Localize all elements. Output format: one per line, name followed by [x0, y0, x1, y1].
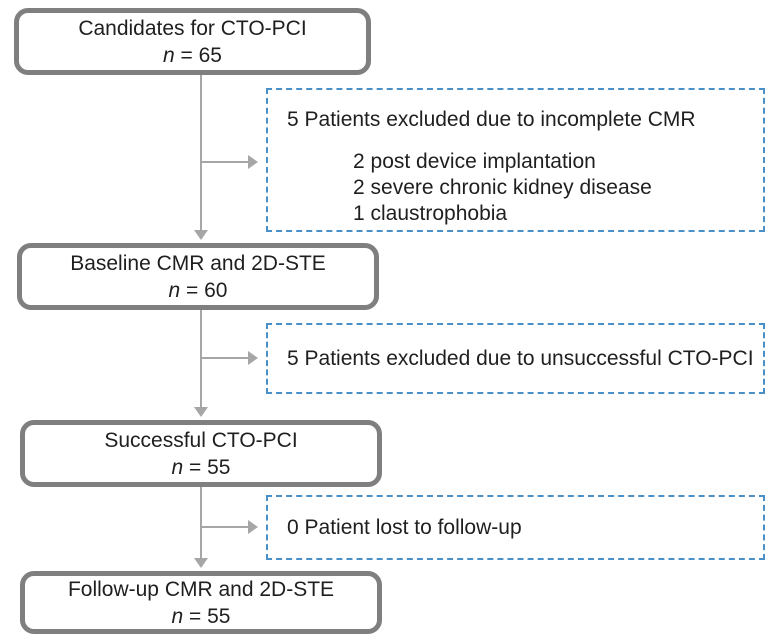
n-value: = 55 — [189, 455, 231, 479]
n-symbol: n — [168, 278, 181, 302]
n-value: = 55 — [189, 604, 231, 628]
box-n-count: n = 55 — [172, 454, 231, 481]
connector-horizontal-line — [201, 357, 248, 359]
arrow-down-icon — [194, 230, 208, 240]
box-label: Successful CTO-PCI — [104, 428, 298, 452]
box-n-count: n = 55 — [172, 603, 231, 630]
exclusion-heading: 5 Patients excluded due to unsuccessful … — [287, 347, 754, 370]
exclusion-heading: 5 Patients excluded due to incomplete CM… — [287, 108, 696, 131]
connector-horizontal-line — [201, 526, 248, 528]
n-symbol: n — [163, 43, 175, 67]
box-n-count: n = 60 — [169, 277, 228, 304]
connector-horizontal-line — [201, 161, 248, 163]
exclusion-item: 1 claustrophobia — [353, 202, 508, 225]
exclusion-item-list: 2 post device implantation 2 severe chro… — [353, 149, 753, 227]
arrow-down-icon — [194, 407, 208, 417]
n-symbol: n — [171, 455, 184, 479]
arrow-down-icon — [194, 558, 208, 568]
exclusion-box-unsuccessful-cto-pci: 5 Patients excluded due to unsuccessful … — [266, 323, 765, 394]
box-label: Baseline CMR and 2D-STE — [70, 251, 326, 275]
box-label: Candidates for CTO-PCI — [78, 16, 307, 40]
connector-vertical-line — [200, 310, 202, 409]
exclusion-box-incomplete-cmr: 5 Patients excluded due to incomplete CM… — [266, 88, 765, 232]
box-n-count: n = 65 — [163, 42, 222, 69]
flow-box-baseline-cmr: Baseline CMR and 2D-STE n = 60 — [17, 243, 379, 310]
box-label: Follow-up CMR and 2D-STE — [67, 577, 335, 601]
exclusion-heading: 0 Patient lost to follow-up — [287, 516, 522, 539]
connector-vertical-line — [200, 75, 202, 230]
exclusion-item: 2 severe chronic kidney disease — [353, 176, 652, 199]
flow-box-successful-cto-pci: Successful CTO-PCI n = 55 — [20, 420, 382, 487]
arrow-right-icon — [248, 351, 258, 365]
exclusion-box-lost-to-followup: 0 Patient lost to follow-up — [266, 495, 765, 560]
connector-vertical-line — [200, 487, 202, 560]
flow-box-candidates: Candidates for CTO-PCI n = 65 — [14, 8, 371, 75]
exclusion-item: 2 post device implantation — [353, 150, 596, 173]
n-value: = 65 — [180, 43, 222, 67]
flow-box-followup-cmr: Follow-up CMR and 2D-STE n = 55 — [20, 571, 382, 634]
n-value: = 60 — [186, 278, 228, 302]
arrow-right-icon — [248, 155, 258, 169]
arrow-right-icon — [248, 520, 258, 534]
n-symbol: n — [171, 604, 184, 628]
